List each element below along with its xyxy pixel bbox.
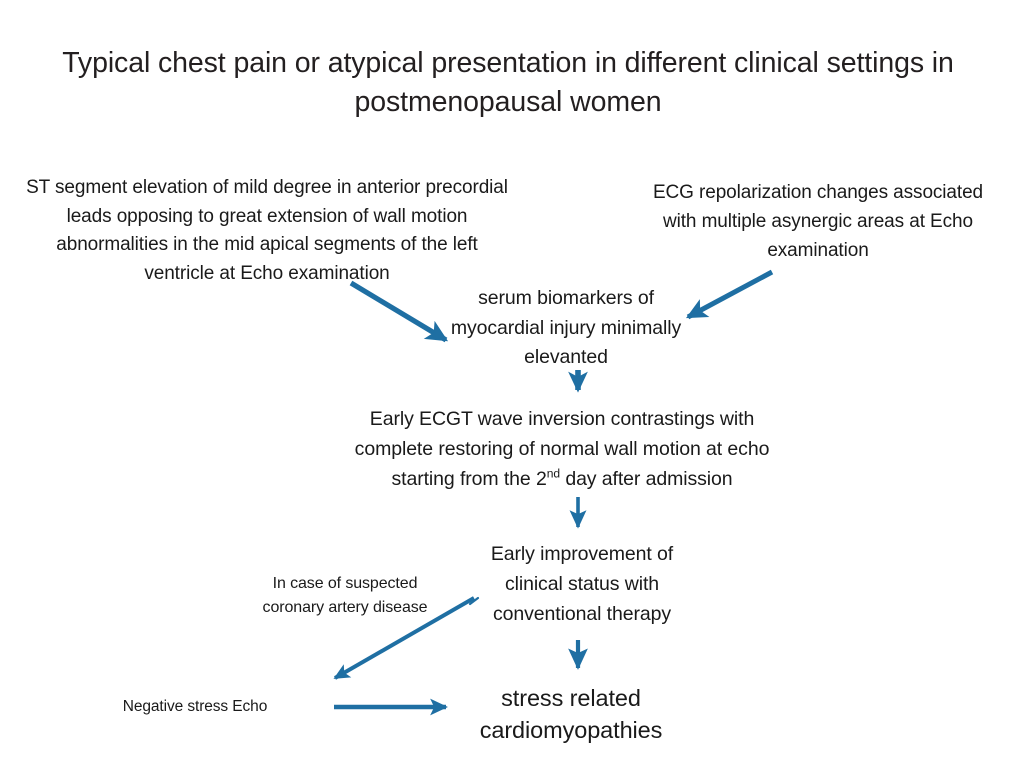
node-early-improvement: Early improvement of clinical status wit… xyxy=(490,543,674,625)
node-ecg-repolarization-changes: ECG repolarization changes associated wi… xyxy=(652,182,984,261)
node-early-ecgt-wave-inversion: Early ECGT wave inversion contrastings w… xyxy=(312,405,812,494)
ecgt-line-3-after: day after admission xyxy=(560,467,733,490)
node-serum-biomarkers: serum biomarkers of myocardial injury mi… xyxy=(450,287,682,369)
ecgt-line-2: complete restoring of normal wall motion… xyxy=(354,437,770,460)
ecgt-ordinal-suffix: nd xyxy=(546,466,560,481)
ecgt-line-3-before: starting from the 2 xyxy=(391,467,547,490)
figure-title: Typical chest pain or atypical presentat… xyxy=(62,47,954,119)
arrow-st-elevation-to-serum xyxy=(349,280,449,343)
arrow-ecg-repolarization-to-serum xyxy=(685,269,774,320)
node-st-segment-elevation: ST segment elevation of mild degree in a… xyxy=(26,177,508,284)
node-suspected-coronary-artery-disease: In case of suspected coronary artery dis… xyxy=(262,575,428,617)
node-stress-related-cardiomyopathies: stress related cardiomyopathies xyxy=(479,685,663,743)
ecgt-line-1: Early ECGT wave inversion contrastings w… xyxy=(369,408,755,430)
node-negative-stress-echo: Negative stress Echo xyxy=(122,698,268,715)
